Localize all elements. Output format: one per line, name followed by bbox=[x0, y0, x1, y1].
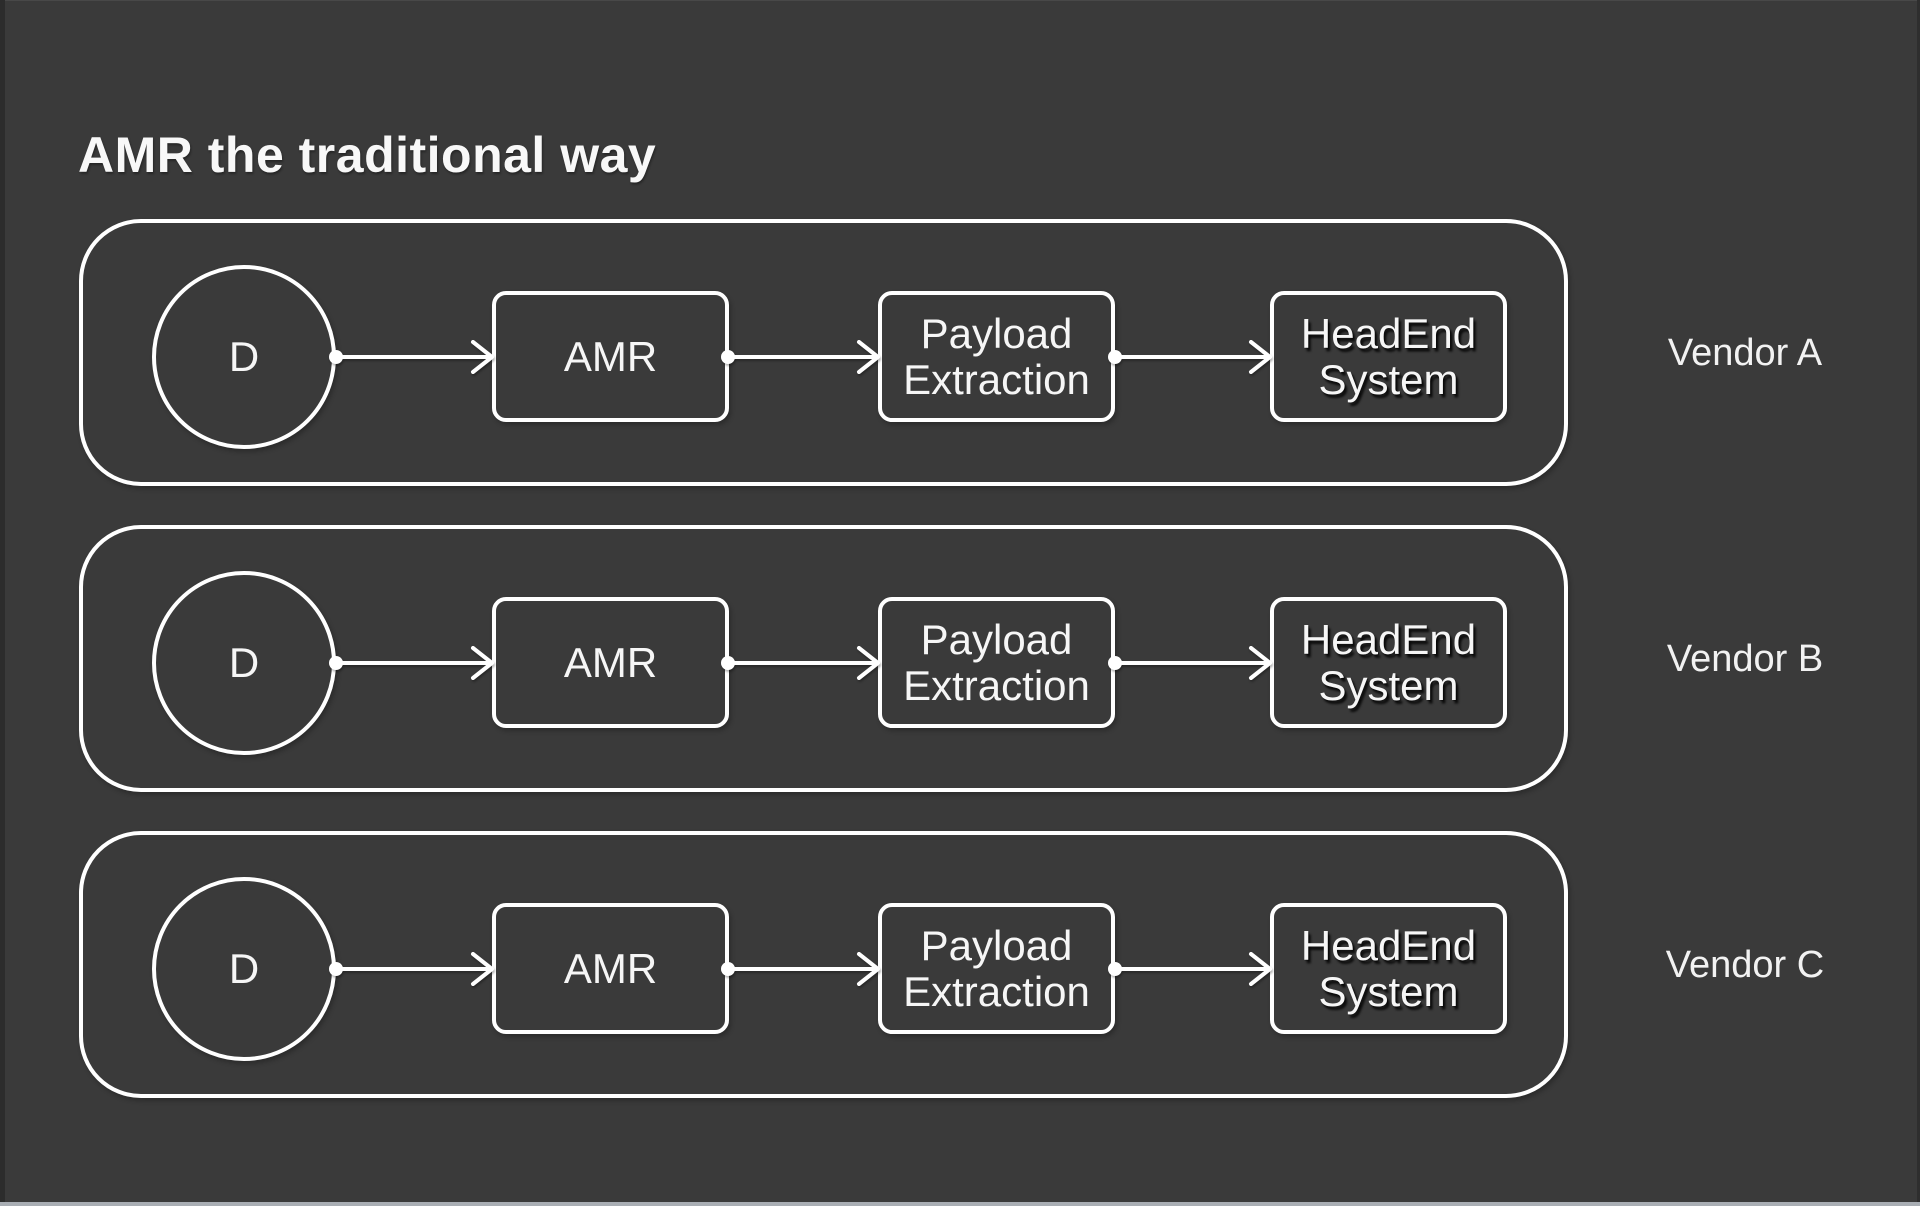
step-box-payload-extraction: Payload Extraction bbox=[878, 291, 1115, 422]
arrowhead-icon bbox=[471, 340, 494, 374]
step-box-payload-extraction: Payload Extraction bbox=[878, 597, 1115, 728]
device-label: D bbox=[228, 333, 260, 380]
arrowhead-icon bbox=[1249, 646, 1272, 680]
step-label: HeadEnd System bbox=[1300, 615, 1477, 709]
flow-arrow bbox=[329, 952, 494, 986]
flow-arrow bbox=[721, 952, 880, 986]
step-box-amr: AMR bbox=[492, 597, 729, 728]
window-frame-edge-bottom bbox=[0, 1202, 1920, 1206]
device-circle: D bbox=[152, 571, 336, 755]
flow-arrow bbox=[1108, 340, 1272, 374]
vendor-row-vendor-b: D AMR Payload Extraction HeadEnd System Ve… bbox=[0, 525, 1920, 792]
flow-arrow bbox=[1108, 646, 1272, 680]
arrowhead-icon bbox=[1249, 952, 1272, 986]
vendor-row-vendor-c: D AMR Payload Extraction HeadEnd System Ve… bbox=[0, 831, 1920, 1098]
step-box-amr: AMR bbox=[492, 903, 729, 1034]
vendor-label: Vendor C bbox=[1665, 943, 1825, 986]
flow-arrow bbox=[721, 340, 880, 374]
step-label: AMR bbox=[563, 944, 658, 992]
vendor-group-frame: D AMR Payload Extraction HeadEnd System bbox=[79, 831, 1568, 1098]
arrowhead-icon bbox=[471, 646, 494, 680]
page-title: AMR the traditional way bbox=[78, 126, 657, 183]
device-label: D bbox=[228, 639, 260, 686]
vendor-group-frame: D AMR Payload Extraction HeadEnd System bbox=[79, 525, 1568, 792]
arrowhead-icon bbox=[857, 952, 880, 986]
step-label: Payload Extraction bbox=[903, 309, 1090, 403]
flow-arrow bbox=[329, 646, 494, 680]
step-box-headend-system: HeadEnd System bbox=[1270, 903, 1507, 1034]
window-frame-edge-left bbox=[0, 0, 5, 1206]
arrowhead-icon bbox=[1249, 340, 1272, 374]
vendor-row-vendor-a: D AMR Payload Extraction HeadEnd System Ve… bbox=[0, 219, 1920, 486]
step-box-payload-extraction: Payload Extraction bbox=[878, 903, 1115, 1034]
device-circle: D bbox=[152, 265, 336, 449]
flow-arrow bbox=[1108, 952, 1272, 986]
step-box-amr: AMR bbox=[492, 291, 729, 422]
step-box-headend-system: HeadEnd System bbox=[1270, 597, 1507, 728]
arrowhead-icon bbox=[857, 340, 880, 374]
arrowhead-icon bbox=[471, 952, 494, 986]
step-label: Payload Extraction bbox=[903, 921, 1090, 1015]
vendor-group-frame: D AMR Payload Extraction HeadEnd System bbox=[79, 219, 1568, 486]
flow-arrow bbox=[329, 340, 494, 374]
vendor-label: Vendor A bbox=[1667, 331, 1823, 374]
window-frame-edge-top bbox=[0, 0, 1920, 1]
step-label: HeadEnd System bbox=[1300, 309, 1477, 403]
arrowhead-icon bbox=[857, 646, 880, 680]
flow-arrow bbox=[721, 646, 880, 680]
step-label: Payload Extraction bbox=[903, 615, 1090, 709]
step-box-headend-system: HeadEnd System bbox=[1270, 291, 1507, 422]
vendor-label: Vendor B bbox=[1666, 637, 1824, 680]
window-frame-edge-right bbox=[1917, 0, 1920, 1206]
step-label: HeadEnd System bbox=[1300, 921, 1477, 1015]
device-circle: D bbox=[152, 877, 336, 1061]
device-label: D bbox=[228, 945, 260, 992]
step-label: AMR bbox=[563, 638, 658, 686]
step-label: AMR bbox=[563, 332, 658, 380]
